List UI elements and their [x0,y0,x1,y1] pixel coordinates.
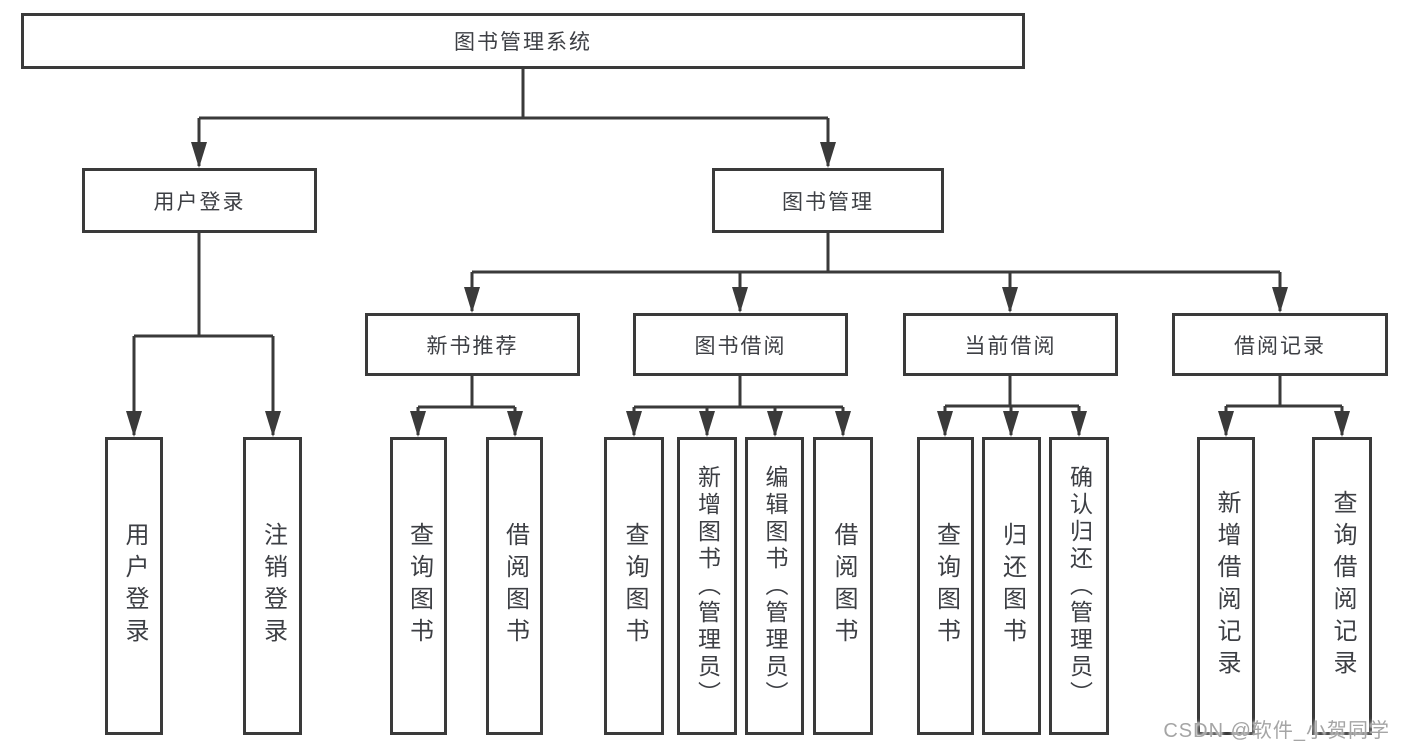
leaf-borrow-books-recommend: 借阅图书 [486,437,543,735]
leaf-return-books: 归还图书 [982,437,1041,735]
node-borrowing-records: 借阅记录 [1172,313,1388,376]
leaf-query-books-current: 查询图书 [917,437,974,735]
node-user-login: 用户登录 [82,168,317,233]
leaf-add-borrow-record: 新增借阅记录 [1197,437,1255,735]
leaf-user-login: 用户登录 [105,437,163,735]
arrowhead-icon [191,142,207,168]
arrowhead-icon [820,142,836,168]
leaf-logout: 注销登录 [243,437,302,735]
node-book-borrowing: 图书借阅 [633,313,848,376]
leaf-confirm-return-admin: 确认归还（管理员） [1049,437,1109,735]
arrowhead-icon [835,411,851,437]
arrowhead-icon [265,411,281,437]
leaf-query-books-recommend: 查询图书 [390,437,447,735]
arrowhead-icon [1071,411,1087,437]
arrowhead-icon [507,411,523,437]
arrowhead-icon [732,287,748,313]
leaf-query-borrow-record: 查询借阅记录 [1312,437,1372,735]
leaf-borrow-books-borrowing: 借阅图书 [813,437,873,735]
arrowhead-icon [699,411,715,437]
arrowhead-icon [937,411,953,437]
leaf-edit-book-admin: 编辑图书（管理员） [745,437,804,735]
node-root: 图书管理系统 [21,13,1025,69]
arrowhead-icon [1002,287,1018,313]
node-book-management: 图书管理 [712,168,944,233]
leaf-add-book-admin: 新增图书（管理员） [677,437,737,735]
arrowhead-icon [1218,411,1234,437]
csdn-watermark: CSDN @软件_小贺同学 [1163,720,1390,742]
tree-edges [132,68,1344,435]
node-new-book-recommend: 新书推荐 [365,313,580,376]
arrowhead-icon [410,411,426,437]
arrowhead-icon [1334,411,1350,437]
arrowhead-icon [1003,411,1019,437]
arrowhead-icon [767,411,783,437]
node-current-borrowing: 当前借阅 [903,313,1118,376]
arrowhead-icon [464,287,480,313]
arrowhead-icon [626,411,642,437]
leaf-query-books-borrowing: 查询图书 [604,437,664,735]
arrowhead-icon [126,411,142,437]
arrowhead-icon [1272,287,1288,313]
